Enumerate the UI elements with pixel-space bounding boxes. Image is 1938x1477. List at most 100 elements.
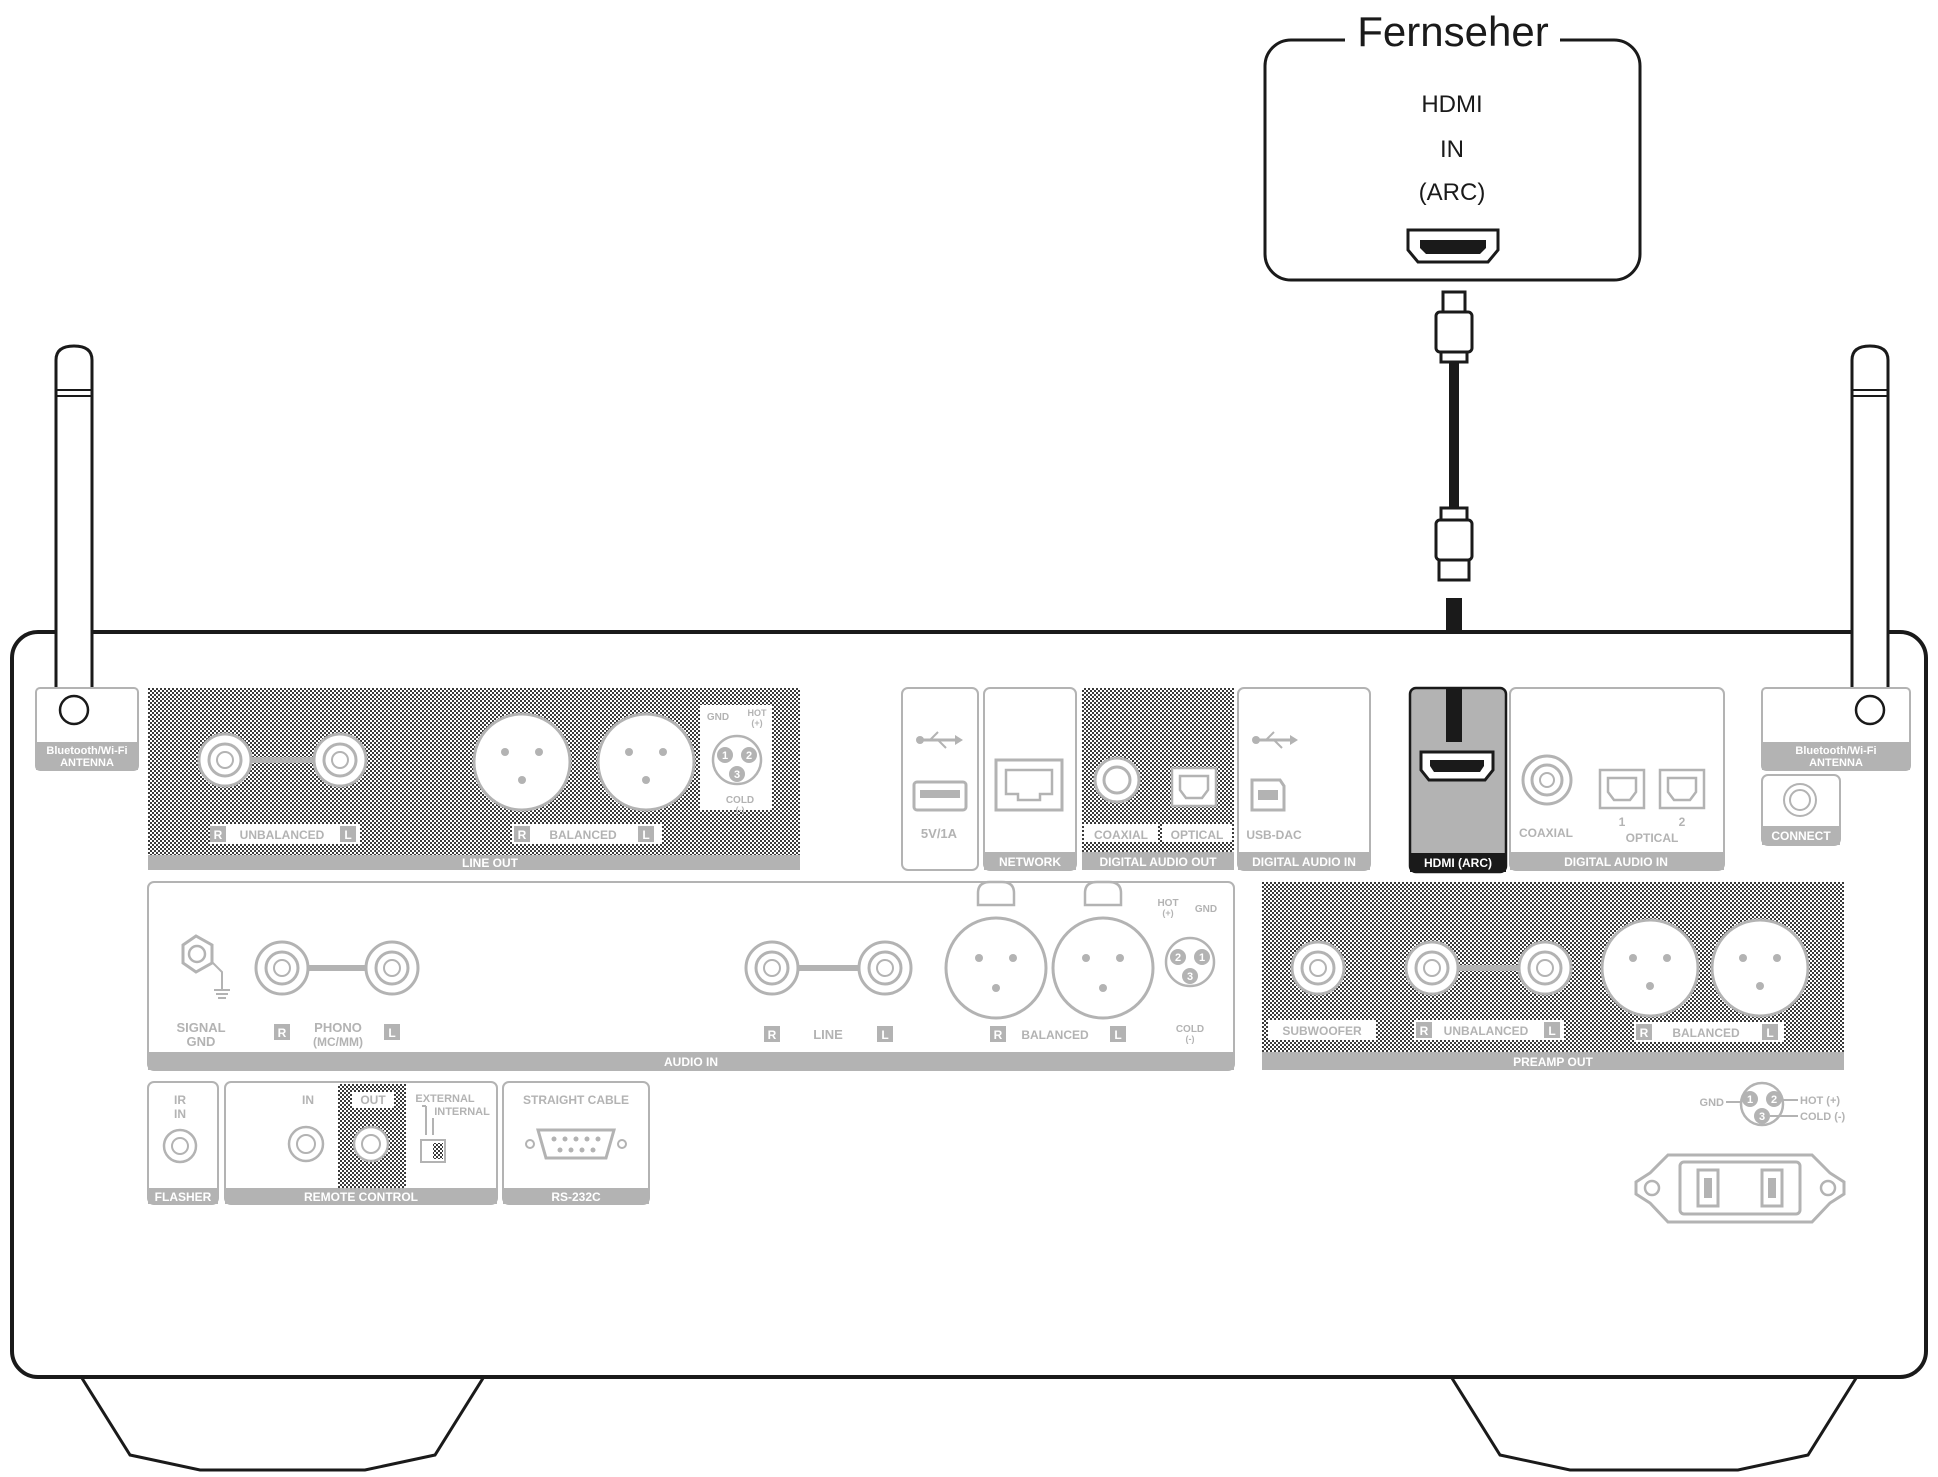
balanced-in-l-tag: L <box>1114 1028 1121 1042</box>
rs232c-port[interactable] <box>525 1128 627 1160</box>
xlr-pin-legend: GND 1 2 3 HOT (+) COLD (-) <box>1700 1081 1846 1127</box>
flasher-jack[interactable] <box>162 1128 198 1164</box>
line-out-cold-minus: (-) <box>736 805 745 815</box>
digital-out-coaxial-label: COAXIAL <box>1094 828 1148 842</box>
tv-title: Fernseher <box>1357 8 1548 55</box>
legend-gnd-label: GND <box>1700 1097 1725 1109</box>
preamp-unbalanced-r-jack[interactable] <box>1404 940 1460 996</box>
digital-in-optical-2-number: 2 <box>1679 815 1686 829</box>
rs232c-section: STRAIGHT CABLE RS-232C <box>502 1081 650 1205</box>
line-in-r-tag: R <box>768 1028 777 1042</box>
rs232c-straight-cable-label: STRAIGHT CABLE <box>523 1093 629 1107</box>
antenna-terminal-left[interactable]: Bluetooth/Wi-Fi ANTENNA <box>35 687 139 771</box>
line-out-unbalanced-l-jack[interactable] <box>312 732 368 788</box>
legend-hot-label: HOT (+) <box>1800 1095 1840 1107</box>
flasher-ir-label: IR <box>174 1093 186 1107</box>
remote-out-jack[interactable] <box>352 1125 390 1163</box>
preamp-balanced-l-xlr[interactable] <box>1710 918 1810 1018</box>
usb-a-port[interactable] <box>912 780 968 812</box>
digital-out-coaxial-jack[interactable] <box>1093 756 1141 804</box>
preamp-l2-tag: L <box>1766 1026 1773 1040</box>
antenna-terminal-right[interactable]: Bluetooth/Wi-Fi ANTENNA <box>1761 687 1911 771</box>
remote-out-label: OUT <box>360 1093 386 1107</box>
line-out-unbalanced-label: UNBALANCED <box>240 828 325 842</box>
phono-r-tag: R <box>278 1026 287 1040</box>
audio-in-pin2: 2 <box>1175 952 1181 964</box>
tv-device: Fernseher HDMI IN (ARC) <box>1263 8 1642 282</box>
usb-dac-title: DIGITAL AUDIO IN <box>1252 855 1356 869</box>
remote-external-internal-switch[interactable] <box>420 1139 446 1163</box>
line-out-r2-tag: R <box>518 828 527 842</box>
balanced-in-r-xlr[interactable] <box>944 880 1048 1020</box>
tv-port-label-line2: IN <box>1440 136 1464 163</box>
usb-b-port[interactable] <box>1250 778 1286 812</box>
digital-in-optical-label: OPTICAL <box>1626 831 1679 845</box>
legend-pin3: 3 <box>1759 1111 1765 1123</box>
hdmi-arc-title: HDMI (ARC) <box>1424 856 1492 870</box>
flasher-in-label: IN <box>174 1107 186 1121</box>
flasher-title: FLASHER <box>155 1190 212 1204</box>
subwoofer-jack[interactable] <box>1290 940 1346 996</box>
phono-r-jack[interactable] <box>254 940 310 996</box>
audio-in-title: AUDIO IN <box>664 1055 718 1069</box>
line-out-xlr-pinout: GND HOT (+) 1 2 3 COLD (-) <box>700 705 772 815</box>
network-label: NETWORK <box>999 855 1061 869</box>
usb-dac-icon <box>1252 731 1298 749</box>
preamp-unbalanced-l-jack[interactable] <box>1517 940 1573 996</box>
audio-in-cold-minus: (-) <box>1186 1034 1195 1044</box>
digital-audio-out-title: DIGITAL AUDIO OUT <box>1099 855 1217 869</box>
digital-out-optical-label: OPTICAL <box>1171 828 1224 842</box>
audio-in-hot-label: HOT <box>1157 898 1178 909</box>
digital-audio-in-section: COAXIAL 1 2 OPTICAL DIGITAL AUDIO IN <box>1509 687 1725 871</box>
balanced-in-l-xlr[interactable] <box>1051 880 1155 1020</box>
usb-dac-label: USB-DAC <box>1246 828 1302 842</box>
device-feet <box>77 1373 1861 1472</box>
ac-power-inlet[interactable] <box>1634 1153 1846 1224</box>
line-out-r-tag: R <box>214 828 223 842</box>
digital-in-coaxial-jack[interactable] <box>1521 754 1573 806</box>
line-out-hot-plus: (+) <box>751 718 762 728</box>
remote-control-section: IN OUT EXTERNAL INTERNAL REMOTE CONTROL <box>224 1081 498 1205</box>
preamp-r2-tag: R <box>1640 1026 1649 1040</box>
digital-in-coaxial-label: COAXIAL <box>1519 826 1573 840</box>
digital-audio-in-title: DIGITAL AUDIO IN <box>1564 855 1668 869</box>
usb-dac-section: USB-DAC DIGITAL AUDIO IN <box>1237 687 1371 871</box>
signal-gnd-terminal[interactable] <box>181 934 230 999</box>
line-out-balanced-r-xlr[interactable] <box>472 712 572 812</box>
tv-hdmi-port[interactable] <box>1406 228 1500 264</box>
remote-in-jack[interactable] <box>287 1125 325 1163</box>
digital-in-optical-2-port[interactable] <box>1658 768 1706 810</box>
line-out-unbalanced-r-jack[interactable] <box>197 732 253 788</box>
line-out-cold-label: COLD <box>726 795 754 806</box>
phono-mcmm-label: (MC/MM) <box>313 1035 363 1049</box>
phono-l-jack[interactable] <box>364 940 420 996</box>
line-in-l-jack[interactable] <box>857 940 913 996</box>
preamp-out-title: PREAMP OUT <box>1513 1055 1593 1069</box>
digital-out-optical-port[interactable] <box>1170 766 1218 808</box>
digital-in-optical-1-port[interactable] <box>1598 768 1646 810</box>
remote-control-title: REMOTE CONTROL <box>304 1190 418 1204</box>
preamp-balanced-r-xlr[interactable] <box>1600 918 1700 1018</box>
audio-in-section: SIGNAL GND R PHONO (MC/MM) L <box>147 880 1235 1071</box>
ethernet-port[interactable] <box>994 758 1064 812</box>
line-out-balanced-l-xlr[interactable] <box>596 712 696 812</box>
remote-internal-label: INTERNAL <box>434 1106 490 1118</box>
hdmi-arc-port[interactable] <box>1419 750 1495 782</box>
audio-in-pin1: 1 <box>1199 952 1205 964</box>
audio-in-xlr-pinout: HOT (+) GND 1 2 3 COLD (-) <box>1157 898 1217 1044</box>
antenna-left-label-line2: ANTENNA <box>60 757 114 769</box>
hdmi-arc-section: HDMI (ARC) <box>1408 686 1508 874</box>
signal-label: SIGNAL <box>176 1020 225 1035</box>
balanced-in-label: BALANCED <box>1021 1028 1089 1042</box>
line-out-pin1: 1 <box>722 750 728 762</box>
tv-port-label-line3: (ARC) <box>1419 179 1486 206</box>
preamp-l-tag: L <box>1548 1024 1555 1038</box>
line-in-label: LINE <box>813 1027 843 1042</box>
preamp-out-section: SUBWOOFER R UNBALANCED L R BALANCED <box>1262 882 1844 1070</box>
line-in-l-tag: L <box>881 1028 888 1042</box>
usb-rating-label: 5V/1A <box>921 826 958 841</box>
connect-button[interactable]: CONNECT <box>1761 774 1841 846</box>
antenna-right-label-line1: Bluetooth/Wi-Fi <box>1795 745 1876 757</box>
audio-in-cold-label: COLD <box>1176 1024 1204 1035</box>
line-in-r-jack[interactable] <box>744 940 800 996</box>
